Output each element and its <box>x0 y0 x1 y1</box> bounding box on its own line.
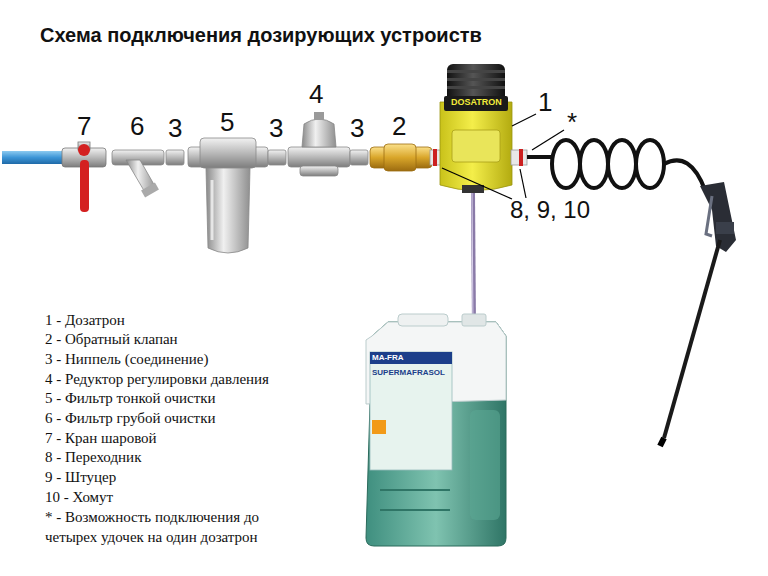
callout-number: 4 <box>309 80 323 110</box>
legend-line: 9 - Штуцер <box>45 469 116 486</box>
legend-line: 3 - Ниппель (соединение) <box>45 351 209 368</box>
callout-number: 5 <box>220 108 234 138</box>
diagram-title: Схема подключения дозирующих устроиств <box>40 24 482 47</box>
callout-number: 3 <box>168 114 182 144</box>
callout-number: 3 <box>269 114 283 144</box>
callout-number: 7 <box>77 112 91 142</box>
brand-text: DOSATRON <box>451 97 502 107</box>
callout-number: 3 <box>350 114 364 144</box>
legend-note: * - Возможность подключения до четырех у… <box>45 508 313 547</box>
brand-text: MA-FRA <box>372 353 404 362</box>
brand-text: SUPERMAFRASOL <box>372 368 445 377</box>
legend-line: 7 - Кран шаровой <box>45 430 157 447</box>
legend-line: 2 - Обратный клапан <box>45 331 178 348</box>
legend-line: 1 - Дозатрон <box>45 312 125 329</box>
legend-line: 5 - Фильтр тонкой очистки <box>45 390 216 407</box>
callout-number: * <box>567 108 577 138</box>
legend-line: 4 - Редуктор регулировки давления <box>45 371 269 388</box>
legend-line: 6 - Фильтр грубой очистки <box>45 410 216 427</box>
callout-number: 8, 9, 10 <box>510 196 590 224</box>
legend-line: 8 - Переходник <box>45 449 141 466</box>
legend-line: 10 - Хомут <box>45 489 113 506</box>
callout-number: 1 <box>538 88 552 118</box>
callout-number: 2 <box>392 112 406 142</box>
callout-number: 6 <box>130 112 144 142</box>
